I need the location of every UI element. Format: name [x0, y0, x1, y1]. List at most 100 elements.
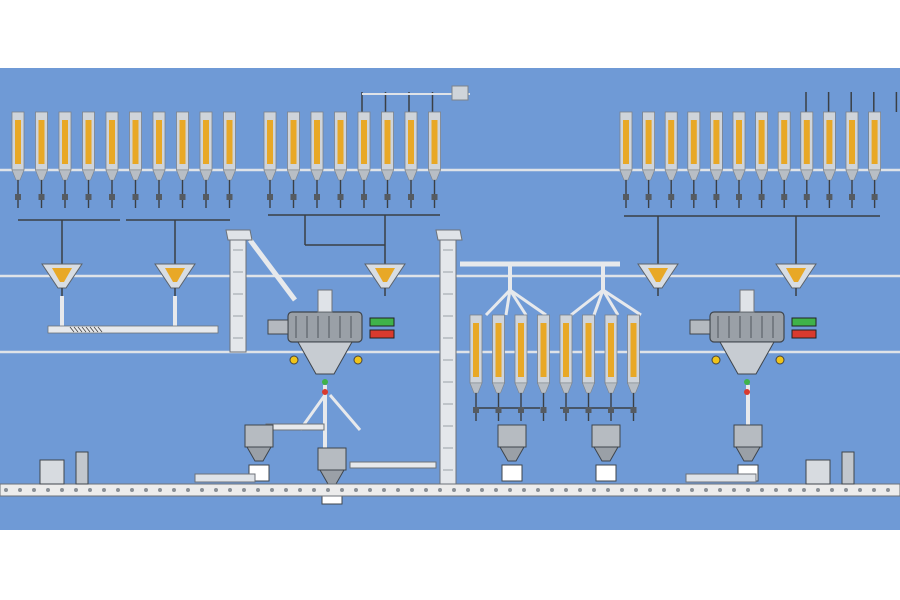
silo-fill: [540, 323, 547, 377]
silo-mc2: [514, 314, 528, 421]
roller: [326, 488, 330, 492]
screw-conveyor-center: [349, 461, 437, 469]
roller: [788, 488, 792, 492]
silo-cone: [582, 382, 595, 394]
silo-uc0: [263, 111, 277, 208]
silo-uc4: [357, 111, 371, 208]
silo-ul8: [199, 111, 213, 208]
elevator-shaft: [229, 229, 247, 353]
silo-bank: [11, 111, 882, 421]
silo-ur11: [868, 111, 882, 208]
silo-fill: [408, 120, 414, 164]
mixer-hopper: [297, 341, 353, 375]
silo-ur7: [777, 111, 791, 208]
packer-hopper: [591, 424, 621, 448]
roller: [438, 488, 442, 492]
silo-cone: [822, 169, 836, 181]
roller: [130, 488, 134, 492]
silo-cone: [469, 382, 483, 394]
silo-fill: [179, 120, 186, 164]
silo-cone: [687, 169, 701, 181]
silo-cone: [664, 169, 678, 181]
silo-valve: [781, 194, 788, 200]
roller: [88, 488, 92, 492]
silo-ur0: [619, 111, 633, 208]
elevator-head: [225, 229, 253, 241]
roller: [648, 488, 652, 492]
roller: [410, 488, 414, 492]
roller: [732, 488, 736, 492]
silo-ul6: [152, 111, 166, 208]
roller: [760, 488, 764, 492]
fan-pipe-1-1: [592, 289, 605, 316]
mixer-inlet: [317, 289, 333, 313]
silo-fill: [337, 120, 344, 164]
silo-ul9: [223, 111, 236, 208]
silo-valve: [314, 194, 320, 200]
silo-mc4: [559, 314, 573, 421]
roller: [102, 488, 106, 492]
mixer-inlet: [739, 289, 755, 313]
silo-fill: [495, 323, 502, 377]
silo-uc1: [287, 111, 300, 208]
roller: [480, 488, 484, 492]
roller: [4, 488, 8, 492]
roller: [144, 488, 148, 492]
roller: [116, 488, 120, 492]
screw-thread: [85, 326, 91, 333]
silo-cone: [381, 169, 394, 181]
silo-fill: [473, 323, 479, 377]
silo-mc3: [537, 314, 550, 421]
silo-cone: [627, 382, 640, 394]
screw-thread: [93, 326, 99, 333]
machine-box: [805, 459, 831, 485]
silo-cone: [105, 169, 119, 181]
silo-fill: [623, 120, 629, 164]
silo-valve: [608, 407, 614, 413]
roller: [550, 488, 554, 492]
silo-fill: [361, 120, 367, 164]
roller: [676, 488, 680, 492]
silo-cone: [199, 169, 213, 181]
belt-right: [685, 473, 757, 483]
screw-conveyor-left: [47, 325, 219, 334]
fan-pipe-1-0: [570, 288, 604, 317]
silo-fill: [226, 120, 233, 164]
roller: [242, 488, 246, 492]
silo-ul2: [58, 111, 72, 208]
packer-hopper: [317, 447, 347, 471]
machine-column: [75, 451, 89, 485]
roller: [858, 488, 862, 492]
machine-column: [841, 451, 855, 485]
screw-thread: [73, 326, 79, 333]
silo-valve: [384, 194, 391, 200]
silo-cone: [357, 169, 371, 181]
packer-4: [591, 424, 621, 482]
silo-cone: [619, 169, 633, 181]
roller: [690, 488, 694, 492]
silo-fill: [690, 120, 697, 164]
silo-valve: [690, 194, 697, 200]
roller: [60, 488, 64, 492]
silo-valve: [226, 194, 233, 200]
fan-pipe-0-1: [504, 289, 512, 316]
screw-thread: [77, 326, 83, 333]
screw-thread: [69, 326, 75, 333]
silo-ur4: [709, 111, 723, 208]
silo-cone: [868, 169, 882, 181]
silo-cone: [334, 169, 347, 181]
elevator-spout-left: [248, 238, 297, 302]
silo-uc2: [310, 111, 324, 208]
bucket-elevator-left: [225, 229, 253, 353]
weigh-hopper-0: [41, 263, 83, 296]
weigh-hopper-1: [154, 263, 196, 296]
silo-fill: [290, 120, 297, 164]
roller: [704, 488, 708, 492]
roller: [200, 488, 204, 492]
silo-valve: [290, 194, 297, 200]
silo-fill: [608, 323, 614, 377]
indicator-red: [744, 389, 750, 395]
silo-fill: [849, 120, 855, 164]
silo-valve: [85, 194, 92, 200]
